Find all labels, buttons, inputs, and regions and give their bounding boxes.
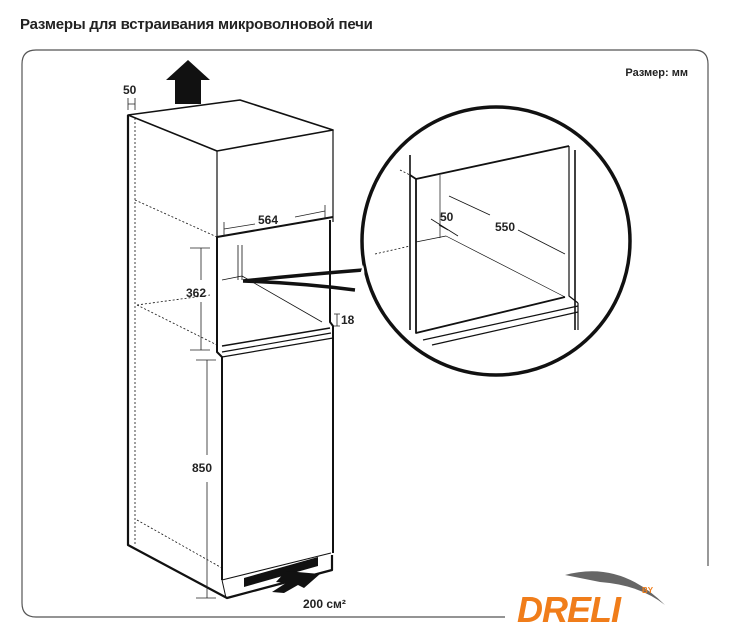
detail-circle — [360, 105, 632, 377]
cabinet — [126, 99, 334, 600]
dim-opening-height: 362 — [186, 286, 206, 300]
detail-dim-depth: 550 — [495, 220, 515, 234]
dimension-lines — [127, 98, 340, 599]
dim-vent-area: 200 см² — [303, 597, 346, 611]
airflow-in-arrow-icon — [272, 571, 320, 593]
detail-callout — [242, 268, 364, 292]
vent-slot — [244, 557, 318, 587]
dreli-logo: DRELI BY — [517, 571, 665, 630]
dim-base-height: 850 — [192, 461, 212, 475]
page-title: Размеры для встраивания микроволновой пе… — [20, 16, 373, 33]
svg-text:DRELI: DRELI — [517, 589, 622, 630]
diagram-frame — [21, 49, 709, 618]
detail-dim-rear-gap: 50 — [440, 210, 454, 224]
units-label: Размер: мм — [625, 67, 688, 79]
dim-width: 564 — [258, 213, 278, 227]
airflow-up-arrow-icon — [166, 60, 210, 104]
dim-thickness: 18 — [341, 313, 355, 327]
svg-text:BY: BY — [642, 586, 654, 595]
dim-rear-gap: 50 — [123, 83, 137, 97]
detail-drawing — [374, 145, 579, 346]
